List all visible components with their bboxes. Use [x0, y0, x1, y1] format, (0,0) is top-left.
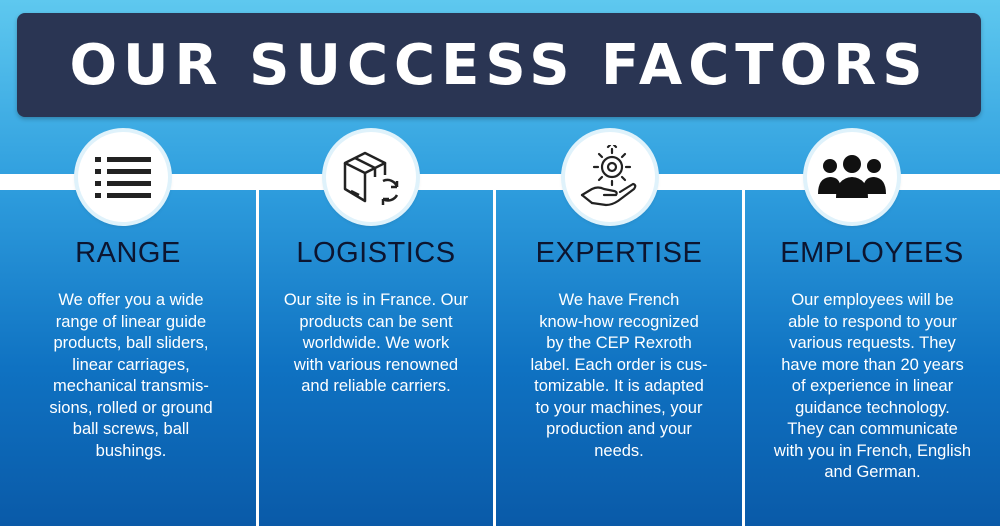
description-line: mechanical transmis-	[53, 377, 209, 395]
description-line: able to respond to your	[788, 312, 957, 331]
description-line: range of linear guide	[55, 312, 207, 331]
connector-line	[0, 174, 1000, 190]
description-line: with various renowned	[293, 355, 459, 374]
description-line: products can be sent	[299, 312, 453, 331]
description-line: ball screws, ball	[72, 420, 190, 438]
factor-heading: EXPERTISE	[535, 237, 703, 269]
factor-heading: RANGE	[75, 237, 181, 269]
factor-description: Our employees will be able to respond to…	[750, 290, 995, 484]
description-line: and German.	[824, 463, 921, 481]
description-line: Our site is in France. Our	[283, 291, 469, 309]
description-line: label. Each order is cus-	[530, 355, 708, 374]
factor-heading: EMPLOYEES	[780, 237, 964, 269]
gear-hand-icon	[565, 132, 655, 222]
description-line: to your machines, your	[535, 398, 703, 417]
description-line: needs.	[594, 441, 644, 460]
page-title: OUR SUCCESS FACTORS	[69, 32, 929, 98]
description-line: worldwide. We work	[302, 334, 450, 352]
column-divider	[493, 190, 496, 526]
description-line: guidance technology.	[795, 398, 950, 417]
column-divider	[742, 190, 745, 526]
box-logistics-icon	[326, 132, 416, 222]
description-line: and reliable carriers.	[301, 377, 451, 395]
factor-heading: LOGISTICS	[296, 237, 456, 269]
description-line: production and your	[546, 420, 692, 438]
factor-description: We have French know-how recognized by th…	[504, 290, 734, 462]
factor-description: Our site is in France. Our products can …	[262, 290, 490, 398]
description-line: They can communicate	[787, 420, 958, 438]
factor-description: We offer you a wide range of linear guid…	[13, 290, 249, 462]
column-divider	[256, 190, 259, 526]
description-line: linear carriages,	[72, 355, 190, 374]
description-line: We have French	[558, 291, 680, 309]
title-banner: OUR SUCCESS FACTORS	[17, 13, 981, 117]
description-line: bushings.	[95, 441, 167, 460]
description-line: have more than 20 years	[781, 355, 964, 374]
description-line: We offer you a wide	[58, 291, 204, 309]
people-icon	[807, 132, 897, 222]
description-line: tomizable. It is adapted	[534, 377, 704, 395]
description-line: Our employees will be	[791, 291, 954, 309]
description-line: by the CEP Rexroth	[546, 334, 692, 352]
description-line: products, ball sliders,	[53, 334, 209, 352]
description-line: know-how recognized	[539, 312, 699, 331]
description-line: various requests. They	[789, 334, 956, 352]
description-line: of experience in linear	[791, 377, 954, 395]
description-line: with you in French, English	[773, 441, 972, 460]
list-icon	[78, 132, 168, 222]
description-line: sions, rolled or ground	[49, 398, 213, 417]
